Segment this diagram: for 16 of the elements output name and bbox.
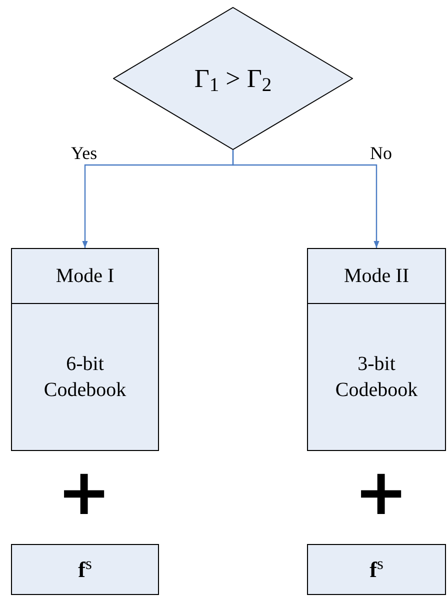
vector-box [11, 544, 159, 595]
mode-box [11, 248, 159, 451]
edge-label: Yes [70, 144, 98, 162]
mode-heading: Mode I [56, 264, 114, 289]
plus-sign: + [354, 461, 408, 525]
plus-sign: + [57, 461, 111, 525]
edge-label: No [370, 144, 392, 162]
mode-heading: Mode II [344, 264, 409, 289]
arrow [232, 150, 380, 248]
codebook-text: 3-bit Codebook [334, 352, 419, 403]
condition-text: Γ$_{1}$ > Γ$_{2}$ [194, 66, 272, 92]
codebook-text: 6-bit Codebook [42, 352, 128, 403]
vector-box [307, 544, 446, 595]
mode-box [307, 248, 446, 451]
vector-symbol: f$^{s}$ [370, 553, 384, 584]
vector-symbol: f$^{s}$ [78, 553, 92, 584]
